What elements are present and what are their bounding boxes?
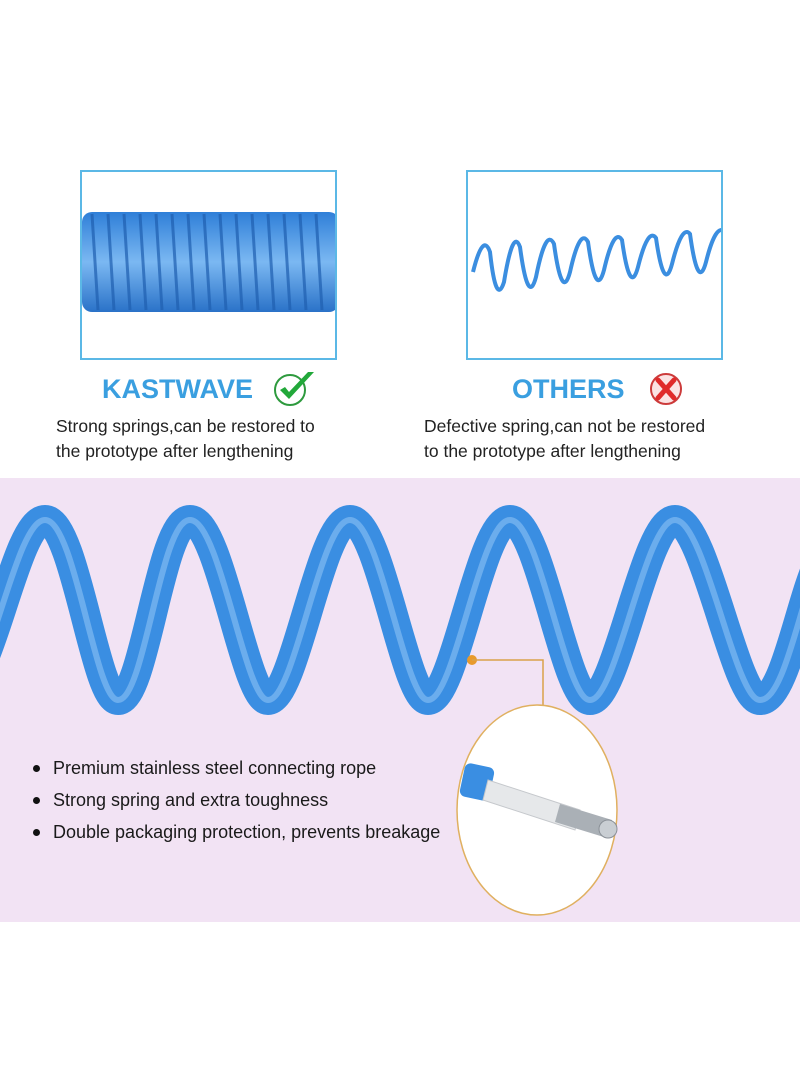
feature-list: Premium stainless steel connecting rope … xyxy=(30,752,453,848)
steel-wire-icon xyxy=(459,763,618,839)
callout-line xyxy=(472,659,544,705)
kastwave-description-line: Strong springs,can be restored to xyxy=(56,416,315,436)
cross-icon xyxy=(650,373,682,405)
others-description: Defective spring,can not be restored to … xyxy=(424,414,705,464)
loose-coil-illustration xyxy=(471,228,721,292)
others-description-line: Defective spring,can not be restored xyxy=(424,416,706,436)
kastwave-description-line: the prototype after lengthening xyxy=(56,441,294,461)
kastwave-brand-label: KASTWAVE xyxy=(102,374,254,404)
check-icon xyxy=(274,372,314,406)
feature-item: Double packaging protection, prevents br… xyxy=(30,816,453,848)
others-spring-image xyxy=(466,170,723,360)
feature-item: Strong spring and extra toughness xyxy=(30,784,453,816)
kastwave-spring-image xyxy=(80,170,337,360)
tight-coil-illustration xyxy=(82,212,335,312)
others-description-line: to the prototype after lengthening xyxy=(424,441,681,461)
kastwave-description: Strong springs,can be restored to the pr… xyxy=(56,414,315,464)
feature-item: Premium stainless steel connecting rope xyxy=(30,752,453,784)
others-brand-label: OTHERS xyxy=(512,374,625,404)
